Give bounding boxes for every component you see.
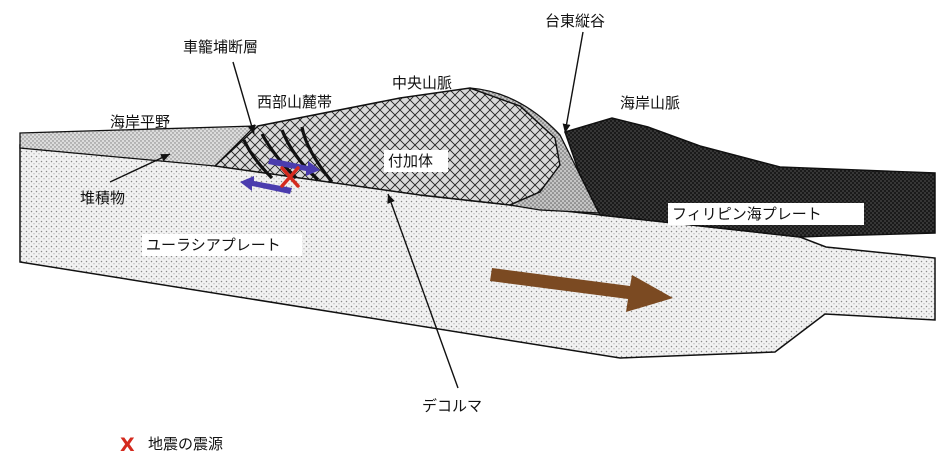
leader-fault: [232, 61, 256, 135]
hypocenter-marker: [280, 166, 300, 188]
leader-lines: [109, 31, 584, 389]
legend-text: 地震の震源: [148, 435, 223, 453]
label-philippine-plate: フィリピン海プレート: [672, 205, 822, 223]
label-central-range: 中央山脈: [392, 74, 452, 92]
fault-line: [280, 129, 320, 182]
label-eurasian-plate: ユーラシアプレート: [146, 236, 281, 254]
label-western-foothills: 西部山麓帯: [257, 93, 332, 111]
label-coastal-range: 海岸山脈: [620, 94, 680, 112]
fault-slip-arrows: [240, 158, 320, 194]
label-sediment: 堆積物: [80, 189, 125, 207]
plate-motion-arrow: [490, 268, 673, 312]
label-accretionary-prism: 付加体: [388, 152, 433, 170]
label-longitudinal-valley: 台東縦谷: [545, 12, 605, 30]
label-bg-prism: [384, 150, 448, 172]
leader-valley: [562, 31, 584, 134]
leader-decollement: [387, 193, 459, 389]
coastal-plain-sediment: [19, 125, 257, 167]
slip-arrow-upper: [268, 158, 320, 176]
slip-arrow-lower: [240, 176, 292, 194]
fault-line: [242, 139, 274, 180]
label-bg-philippine: [668, 203, 864, 225]
label-decollement: デコルマ: [422, 397, 482, 415]
legend-marker: X: [120, 434, 135, 456]
label-fault: 車籠埔断層: [183, 38, 258, 56]
fault-line: [300, 126, 334, 184]
label-bg-eurasian: [142, 234, 302, 256]
longitudinal-valley-zone: [469, 87, 602, 214]
label-coastal-plain: 海岸平野: [110, 113, 170, 131]
legend: X 地震の震源: [120, 434, 223, 456]
leader-sediment: [109, 153, 171, 183]
